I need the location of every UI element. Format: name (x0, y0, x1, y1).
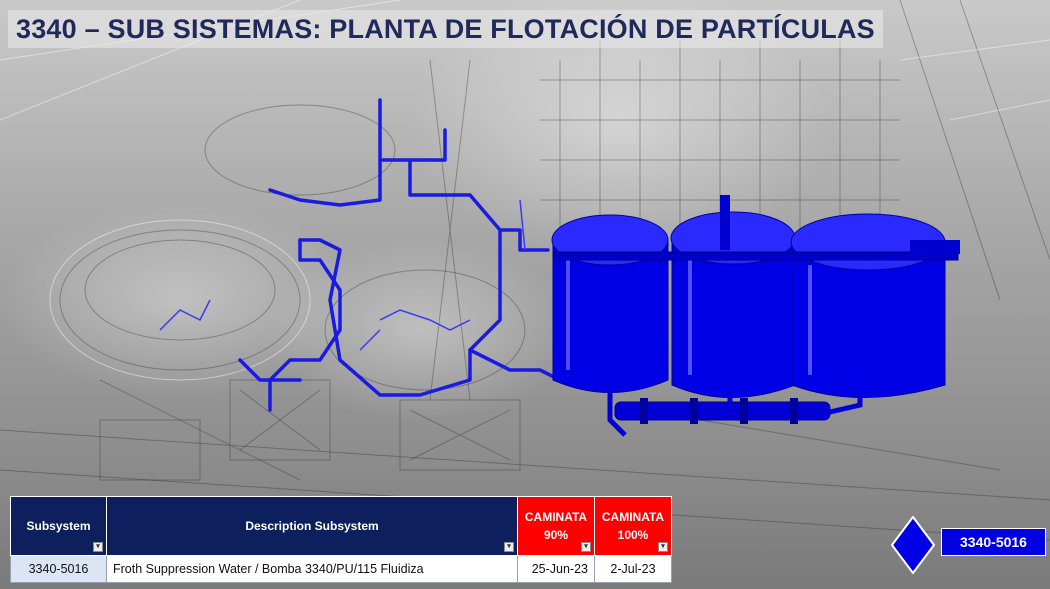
column-header-label: CAMINATA (524, 510, 588, 524)
column-header-description: Description Subsystem ▾ (106, 496, 518, 556)
diamond-icon (891, 516, 935, 574)
page-title: 3340 – SUB SISTEMAS: PLANTA DE FLOTACIÓN… (16, 13, 875, 44)
title-bar: 3340 – SUB SISTEMAS: PLANTA DE FLOTACIÓN… (8, 10, 883, 48)
filter-dropdown-icon[interactable]: ▾ (504, 542, 514, 552)
filter-dropdown-icon[interactable]: ▾ (658, 542, 668, 552)
wireframe-structures (0, 0, 1050, 541)
cell-caminata-100-date[interactable]: 2-Jul-23 (594, 555, 672, 583)
column-header-label: Subsystem (26, 519, 91, 533)
process-piping (238, 98, 562, 412)
column-header-subsystem: Subsystem ▾ (10, 496, 107, 556)
column-header-percent: 100% (617, 528, 649, 542)
column-header-caminata-90: CAMINATA 90% ▾ (517, 496, 595, 556)
filter-dropdown-icon[interactable]: ▾ (581, 542, 591, 552)
subsystem-table: Subsystem ▾ Description Subsystem ▾ CAMI… (10, 496, 672, 583)
column-header-label: CAMINATA (601, 510, 665, 524)
flotation-tanks (551, 195, 960, 437)
thin-piping (159, 199, 526, 351)
column-header-label: Description Subsystem (245, 519, 379, 533)
cell-subsystem-code[interactable]: 3340-5016 (10, 555, 107, 583)
table-header-row: Subsystem ▾ Description Subsystem ▾ CAMI… (10, 496, 672, 556)
subsystem-badge: 3340-5016 (941, 528, 1046, 556)
cell-description[interactable]: Froth Suppression Water / Bomba 3340/PU/… (106, 555, 518, 583)
cell-caminata-90-date[interactable]: 25-Jun-23 (517, 555, 595, 583)
column-header-caminata-100: CAMINATA 100% ▾ (594, 496, 672, 556)
filter-dropdown-icon[interactable]: ▾ (93, 542, 103, 552)
table-row[interactable]: 3340-5016 Froth Suppression Water / Bomb… (10, 555, 672, 583)
column-header-percent: 90% (543, 528, 569, 542)
